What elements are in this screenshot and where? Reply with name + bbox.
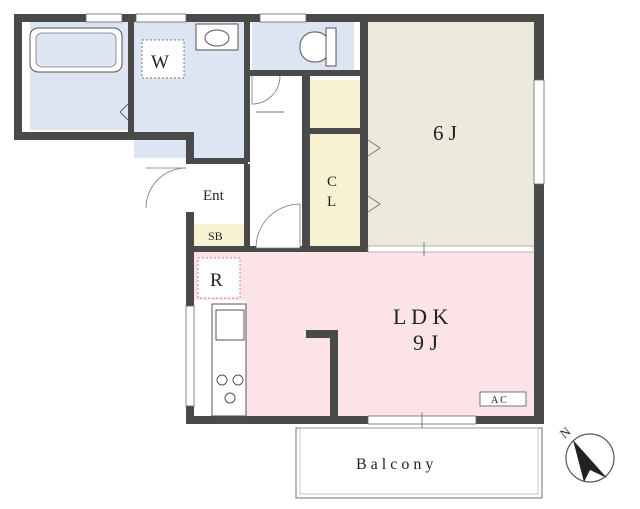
entrance-door-gap bbox=[186, 164, 194, 212]
compass: N bbox=[557, 423, 615, 483]
kitchen-sink bbox=[215, 309, 245, 341]
ldk-size-label: 9 J bbox=[413, 330, 439, 355]
bedroom-ldk-opening bbox=[367, 245, 535, 253]
north-arrow-icon bbox=[573, 440, 607, 482]
closet-label-c: C bbox=[327, 174, 337, 190]
closet-label-l: L bbox=[327, 194, 336, 210]
balcony-inner-outline bbox=[299, 427, 539, 495]
toilet-door bbox=[251, 75, 281, 105]
balcony-label: B a l c o n y bbox=[356, 456, 433, 473]
closet-door-lower bbox=[367, 195, 381, 213]
storage-floor bbox=[310, 80, 360, 128]
kitchen-window bbox=[185, 305, 195, 407]
ldk-floor bbox=[192, 252, 534, 420]
entrance-floor bbox=[194, 164, 250, 224]
shoe-box-label: SB bbox=[208, 229, 223, 243]
washroom-window bbox=[135, 13, 187, 23]
ldk-label: L D K bbox=[393, 304, 449, 329]
stove bbox=[216, 374, 244, 404]
aircon-box bbox=[479, 391, 527, 407]
bedroom-window-right bbox=[533, 79, 545, 185]
bedroom-label: 6 J bbox=[433, 121, 457, 145]
entrance-door bbox=[145, 167, 187, 209]
compass-north-label: N bbox=[557, 423, 574, 441]
toilet-window bbox=[259, 13, 307, 23]
bath-window bbox=[85, 13, 123, 23]
closet-door-upper bbox=[367, 139, 381, 157]
entrance-label: Ent bbox=[203, 188, 225, 204]
closet-floor bbox=[310, 134, 360, 246]
bedroom-floor bbox=[368, 22, 534, 246]
aircon-label: A C bbox=[491, 395, 507, 406]
fridge-label: R bbox=[210, 270, 223, 291]
fridge-space bbox=[197, 257, 241, 299]
washroom-label: W bbox=[151, 52, 169, 73]
washer-space bbox=[141, 39, 185, 79]
shoe-box-floor bbox=[194, 224, 244, 246]
bath-door bbox=[119, 103, 129, 121]
